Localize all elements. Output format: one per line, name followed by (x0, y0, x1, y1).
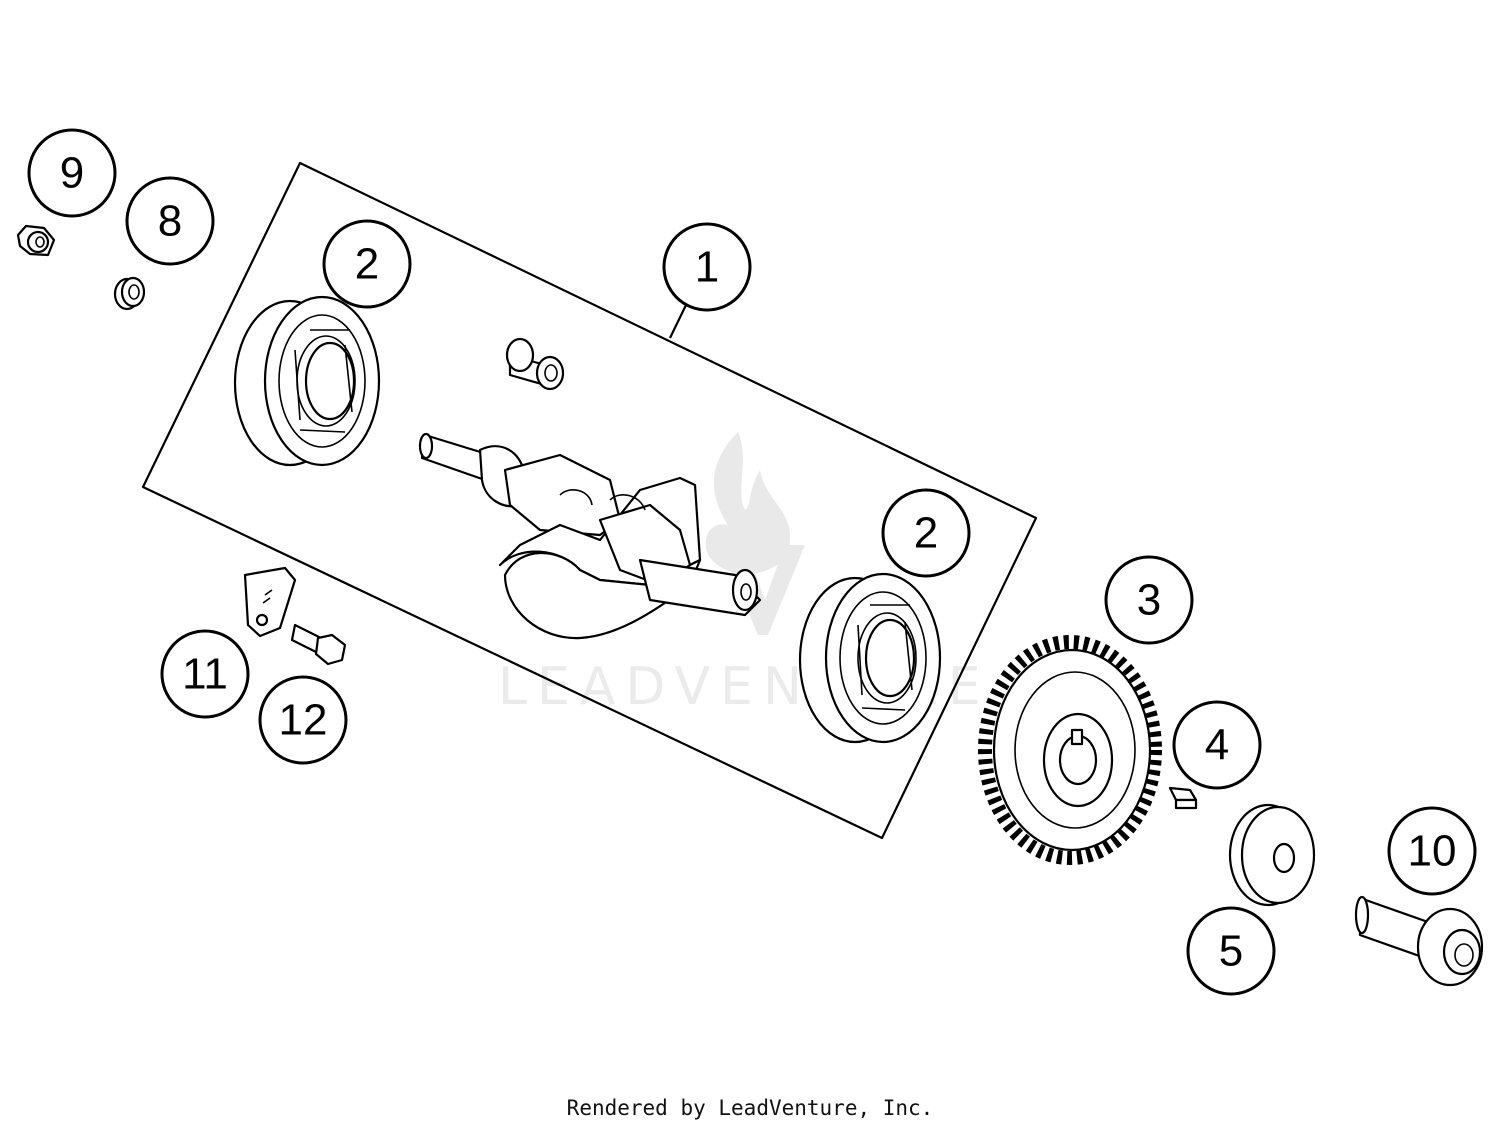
callout-3-label: 3 (1137, 576, 1161, 625)
crankshaft-assembly-frame (141, 161, 1038, 840)
crankpin-sleeve (505, 337, 565, 391)
render-credit: Rendered by LeadVenture, Inc. (566, 1096, 934, 1120)
callout-1-label: 1 (695, 243, 719, 292)
callout-12-label: 12 (279, 696, 328, 745)
small-washer (113, 276, 146, 311)
callout-5-label: 5 (1219, 927, 1243, 976)
crankshaft-gear (978, 635, 1162, 865)
callout-9: 9 (27, 128, 117, 218)
callout-12: 12 (258, 675, 348, 765)
woodruff-key (1168, 786, 1198, 810)
small-bolt (290, 623, 347, 666)
watermark-v-icon (720, 545, 805, 635)
callout-11: 11 (160, 629, 250, 719)
callout-2b: 2 (881, 488, 971, 578)
callout-2b-label: 2 (914, 509, 938, 558)
crankshaft (418, 432, 762, 640)
bracket (243, 566, 297, 638)
callout-10-label: 10 (1408, 827, 1457, 876)
callout-3: 3 (1104, 555, 1194, 645)
callout-8-label: 8 (158, 197, 182, 246)
callout-5: 5 (1186, 906, 1276, 996)
callout-1: 1 (662, 222, 752, 312)
callout-4: 4 (1172, 700, 1262, 790)
callout-2a-label: 2 (355, 240, 379, 289)
nut (16, 224, 56, 257)
bearing-right (798, 572, 942, 744)
callout-10: 10 (1387, 806, 1477, 896)
callout-2a: 2 (322, 219, 412, 309)
callout-9-label: 9 (60, 149, 84, 198)
flange-bolt (1354, 895, 1484, 987)
callout-8: 8 (125, 176, 215, 266)
callout-4-label: 4 (1205, 721, 1229, 770)
callout-11-label: 11 (182, 650, 228, 699)
washer (1228, 803, 1316, 907)
watermark-flame-icon (705, 432, 791, 574)
bearing-left (233, 295, 381, 467)
callout-1-leader (669, 304, 687, 339)
